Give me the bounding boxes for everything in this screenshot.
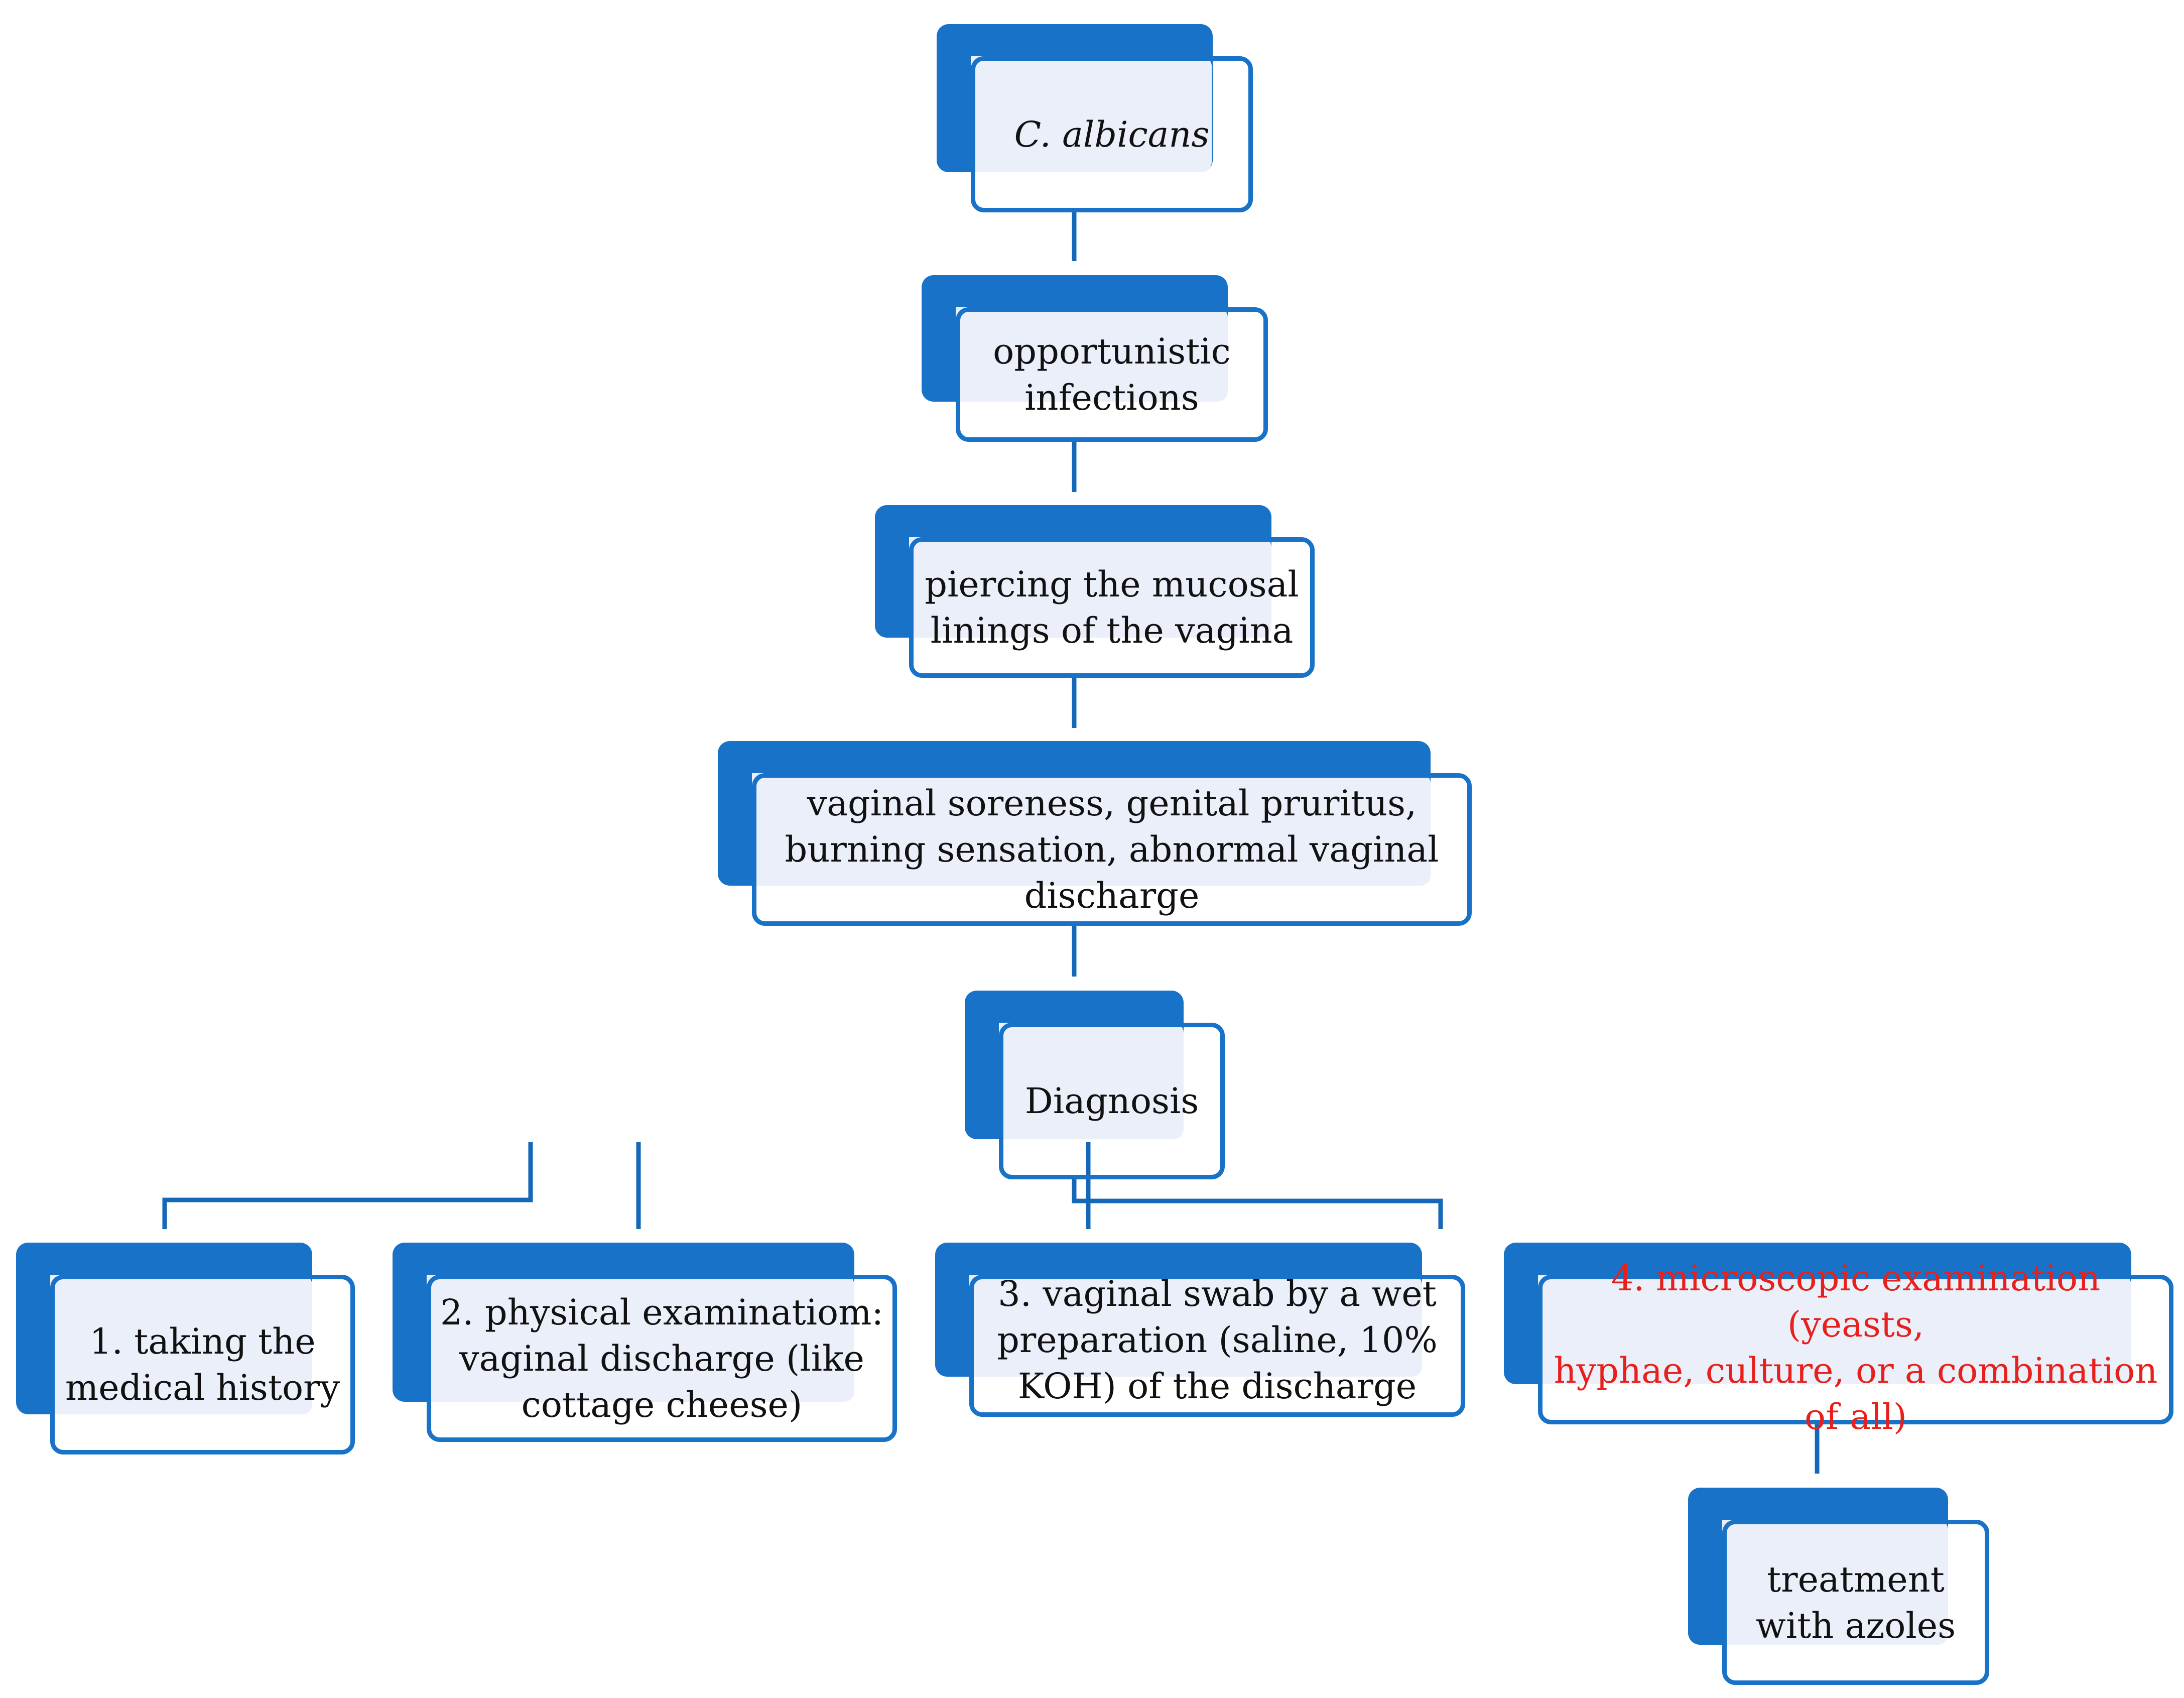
node-c-albicans-label: C. albicans — [1014, 113, 1210, 155]
connector-branch-right — [1072, 1177, 1443, 1229]
node-step3-vaginal-swab: 3. vaginal swab by a wet preparation (sa… — [935, 1243, 1465, 1417]
node-step4-label: 4. microscopic examination (yeasts, hyph… — [1554, 1258, 2158, 1437]
node-step1-medical-history: 1. taking the medical history — [16, 1243, 355, 1454]
node-c-albicans: C. albicans — [937, 24, 1253, 212]
node-step2-physical-examination: 2. physical examinatiom: vaginal dischar… — [393, 1243, 897, 1442]
node-symptoms: vaginal soreness, genital pruritus, burn… — [718, 741, 1472, 926]
node-step4-microscopic-examination: 4. microscopic examination (yeasts, hyph… — [1504, 1243, 2173, 1437]
node-symptoms-label: vaginal soreness, genital pruritus, burn… — [785, 783, 1439, 916]
node-treatment-azoles: treatment with azoles — [1688, 1488, 1989, 1685]
node-diagnosis-label: Diagnosis — [1024, 1080, 1199, 1122]
node-step3-label: 3. vaginal swab by a wet preparation (sa… — [997, 1273, 1438, 1407]
node-step1-label: 1. taking the medical history — [65, 1321, 340, 1408]
node-treatment-label: treatment with azoles — [1755, 1558, 1956, 1646]
node-opportunistic-infections: opportunistic infections — [922, 275, 1268, 442]
node-piercing-mucosal-linings: piercing the mucosal linings of the vagi… — [875, 505, 1315, 678]
node-piercing-label: piercing the mucosal linings of the vagi… — [925, 564, 1299, 651]
node-step2-label: 2. physical examinatiom: vaginal dischar… — [440, 1291, 884, 1425]
node-diagnosis: Diagnosis — [965, 991, 1225, 1179]
node-opportunistic-infections-label: opportunistic infections — [993, 331, 1231, 418]
connector-branch-step1 — [162, 1142, 533, 1229]
